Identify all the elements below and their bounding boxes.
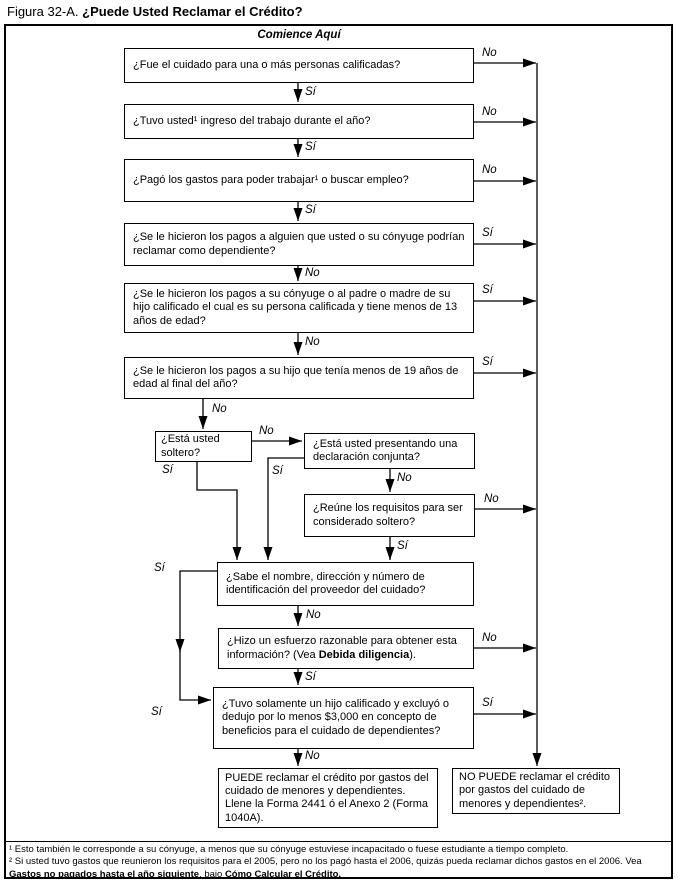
edge-label-no: No	[212, 403, 227, 415]
question-text: ¿Tuvo solamente un hijo calificado y exc…	[222, 698, 450, 737]
start-here-label: Comience Aquí	[257, 29, 341, 41]
question-due-diligence: ¿Hizo un esfuerzo razonable para obtener…	[218, 628, 474, 669]
footnote-2: ² Si usted tuvo gastos que reunieron los…	[9, 856, 642, 880]
question-text: ¿Está usted presentando una declaración …	[313, 437, 458, 463]
edge-label-yes: Sí	[397, 540, 408, 552]
figure-title: Figura 32-A. ¿Puede Usted Reclamar el Cr…	[7, 4, 303, 19]
question-text: ¿Sabe el nombre, dirección y número de i…	[226, 570, 426, 596]
question-text: ¿Está usted soltero?	[161, 433, 220, 459]
question-care-qualifying-persons: ¿Fue el cuidado para una o más personas …	[124, 48, 474, 83]
question-payments-to-spouse-or-parent: ¿Se le hicieron los pagos a su cónyuge o…	[124, 283, 474, 333]
figure-title-text: ¿Puede Usted Reclamar el Crédito?	[82, 4, 303, 19]
question-text: ¿Reúne los requisitos para ser considera…	[313, 502, 463, 528]
result-cannot-claim: NO PUEDE reclamar el crédito por gastos …	[452, 768, 620, 814]
question-joint-return: ¿Está usted presentando una declaración …	[304, 433, 475, 469]
question-payments-to-child-under-19: ¿Se le hicieron los pagos a su hijo que …	[124, 357, 474, 399]
result-text: NO PUEDE reclamar el crédito por gastos …	[459, 771, 610, 810]
edge-label-yes: Sí	[151, 706, 162, 718]
edge-label-no: No	[482, 164, 497, 176]
question-provider-info: ¿Sabe el nombre, dirección y número de i…	[217, 562, 474, 606]
footnotes: ¹ Esto también le corresponde a su cónyu…	[9, 844, 669, 881]
edge-label-yes: Sí	[162, 464, 173, 476]
question-text: ¿Fue el cuidado para una o más personas …	[133, 58, 401, 71]
edge-label-no: No	[305, 267, 320, 279]
edge-label-no: No	[306, 609, 321, 621]
edge-label-yes: Sí	[305, 141, 316, 153]
edge-label-no: No	[397, 472, 412, 484]
edge-label-yes: Sí	[154, 562, 165, 574]
question-text: ¿Se le hicieron los pagos a alguien que …	[133, 231, 465, 257]
edge-label-yes: Sí	[305, 204, 316, 216]
edge-label-no: No	[482, 47, 497, 59]
edge-label-no: No	[259, 425, 274, 437]
question-excluded-3000-benefits: ¿Tuvo solamente un hijo calificado y exc…	[213, 687, 474, 749]
edge-label-yes: Sí	[482, 356, 493, 368]
figure-label: Figura 32-A.	[7, 4, 79, 19]
question-text: ¿Se le hicieron los pagos a su cónyuge o…	[133, 288, 458, 327]
edge-label-yes: Sí	[482, 697, 493, 709]
question-text: ¿Se le hicieron los pagos a su hijo que …	[133, 364, 459, 390]
edge-label-yes: Sí	[305, 86, 316, 98]
edge-label-no: No	[482, 106, 497, 118]
flowchart-border	[4, 24, 673, 879]
question-considered-unmarried: ¿Reúne los requisitos para ser considera…	[304, 494, 475, 537]
footnote-1: ¹ Esto también le corresponde a su cónyu…	[9, 844, 569, 855]
edge-label-no: No	[482, 632, 497, 644]
edge-label-yes: Sí	[305, 671, 316, 683]
edge-label-yes: Sí	[272, 465, 283, 477]
question-expenses-to-work: ¿Pagó los gastos para poder trabajar¹ o …	[124, 159, 474, 202]
question-text: ¿Tuvo usted¹ ingreso del trabajo durante…	[133, 114, 371, 127]
result-can-claim: PUEDE reclamar el crédito por gastos del…	[218, 768, 438, 828]
result-text: PUEDE reclamar el crédito por gastos del…	[225, 772, 429, 824]
question-payments-to-dependent: ¿Se le hicieron los pagos a alguien que …	[124, 223, 474, 266]
edge-label-no: No	[305, 750, 320, 762]
question-text: ¿Pagó los gastos para poder trabajar¹ o …	[133, 173, 409, 186]
edge-label-yes: Sí	[482, 227, 493, 239]
question-unmarried: ¿Está usted soltero?	[155, 431, 252, 462]
footnote-divider	[4, 841, 671, 842]
edge-label-yes: Sí	[482, 284, 493, 296]
edge-label-no: No	[484, 493, 499, 505]
edge-label-no: No	[305, 336, 320, 348]
question-earned-income: ¿Tuvo usted¹ ingreso del trabajo durante…	[124, 104, 474, 139]
question-text: ¿Hizo un esfuerzo razonable para obtener…	[227, 635, 457, 661]
